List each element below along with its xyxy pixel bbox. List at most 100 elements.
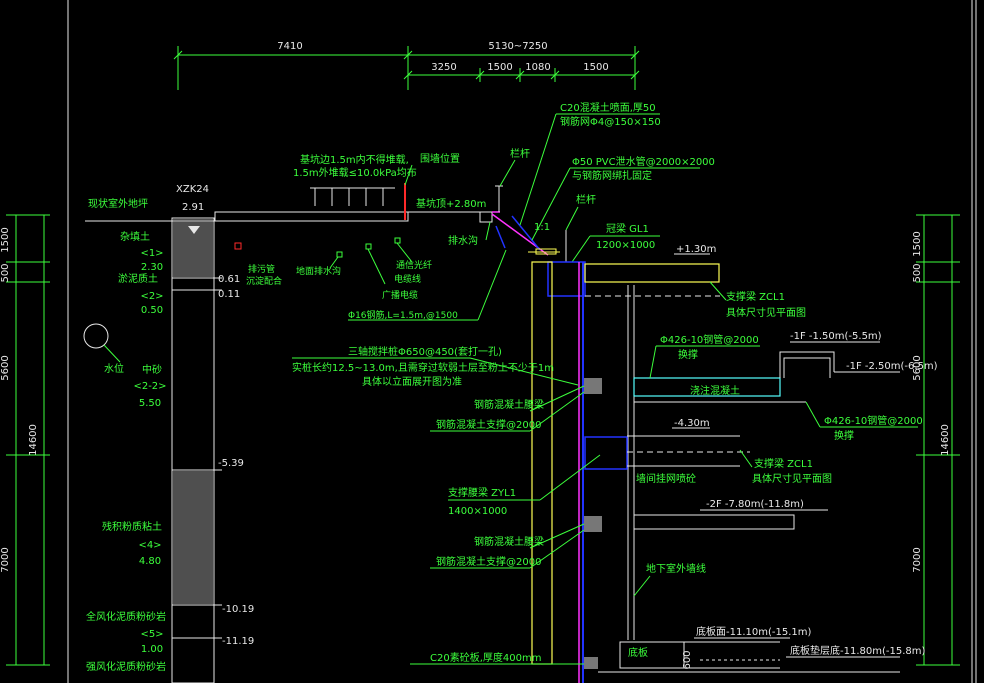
- water-level-leader: [103, 344, 121, 363]
- dim-total-left: 7410: [277, 41, 302, 52]
- left-dim-2: 500: [0, 263, 11, 282]
- col-beam-leader: [539, 454, 601, 501]
- frame-lines: [67, 0, 977, 683]
- railing-1-label: 栏杆: [510, 147, 530, 160]
- elev-top: +1.30m: [676, 244, 716, 255]
- steel-pipe-2-leader: [805, 401, 821, 428]
- raft-edge-block: [584, 657, 598, 669]
- layer-4-thickness: 4.80: [139, 556, 161, 567]
- col-beam-rect: [584, 436, 628, 470]
- waler-2-block: [584, 516, 602, 532]
- railing-1-leader: [499, 159, 516, 187]
- mixing-pile-leader: [469, 357, 579, 386]
- left-dimension-lines: [6, 214, 50, 666]
- elev-4: -10.19: [222, 604, 254, 615]
- water-level-label: 水位: [104, 362, 124, 375]
- surcharge-line-1: 基坑边1.5m内不得堆载,: [300, 153, 409, 166]
- drain-pipe-marker: [234, 242, 242, 250]
- elev-3: -5.39: [218, 458, 244, 469]
- dim-seg-4: 1500: [583, 62, 608, 73]
- elev-1: 0.61: [218, 274, 240, 285]
- right-dim-total: 14600: [940, 424, 951, 456]
- layer-5-code: <5>: [140, 629, 163, 640]
- surcharge-arrows: [310, 187, 395, 206]
- floor-2-label: -2F -7.80m(-11.8m): [706, 499, 804, 510]
- col-beam-line-1: 支撑腰梁 ZYL1: [448, 486, 516, 499]
- power-cable-leader: [367, 248, 386, 285]
- crown-beam-leader: [571, 235, 591, 263]
- top-dimension-lines: [173, 46, 640, 90]
- crown-beam-line-2: 1200×1000: [596, 240, 655, 251]
- drain-pipe-line-2: 沉淀配合: [246, 275, 282, 287]
- mixing-pile-line-2: 实桩长约12.5~13.0m,且需穿过软弱土层至粉土不少于1m: [292, 361, 554, 374]
- steel-pipe-2-line-2: 换撑: [834, 429, 854, 442]
- waler-1-leader-2: [529, 385, 585, 412]
- slope-ratio: 1:1: [534, 222, 550, 233]
- borehole-id: XZK24: [176, 184, 209, 195]
- outer-wall-label: 地下室外墙线: [646, 562, 706, 575]
- layer-6-name: 强风化泥质粉砂岩: [86, 660, 166, 673]
- waler-1-label: 钢筋混凝土腰梁: [474, 398, 544, 411]
- outer-wall-leader: [633, 575, 651, 597]
- broadband-cable-label: 广播电缆: [382, 289, 418, 301]
- col-beam-line-2: 1400×1000: [448, 506, 507, 517]
- concrete-top-leader: [519, 113, 557, 226]
- strut-1-leader: [709, 281, 727, 301]
- raft-rect: [619, 641, 685, 669]
- dim-seg-3: 1080: [525, 62, 550, 73]
- elev-5: -11.19: [222, 636, 254, 647]
- elev-2: 0.11: [218, 289, 240, 300]
- strut-2-line-2: 具体尺寸见平面图: [752, 472, 832, 485]
- concrete-top-line-2: 钢筋网Φ4@150×150: [560, 115, 661, 128]
- slab-1-step-inner: [783, 357, 831, 378]
- mixing-pile-line-1: 三轴搅拌桩Φ650@450(套打一孔): [348, 345, 502, 358]
- raft-label: 底板: [628, 646, 648, 659]
- steel-pipe-1-line-1: Φ426-10钢管@2000: [660, 333, 759, 346]
- layer-2-code: <2>: [140, 291, 163, 302]
- waler-2-leader: [529, 529, 585, 569]
- slab-2: [633, 514, 795, 530]
- layer-5-thickness: 1.00: [141, 644, 163, 655]
- bottom-concrete-label: C20素砼板,厚度400mm: [430, 651, 541, 664]
- borehole-elevation: 2.91: [182, 202, 204, 213]
- fence-leader: [404, 164, 413, 186]
- strut-2-leader: [739, 449, 753, 468]
- floor-1b-label: -1F -2.50m(-6.5m): [846, 361, 938, 372]
- slope-top: [408, 185, 567, 262]
- dim-total-right: 5130~7250: [488, 41, 547, 52]
- dim-seg-1: 3250: [431, 62, 456, 73]
- strut-1-line-2: 具体尺寸见平面图: [726, 306, 806, 319]
- strut-2-line-1: 支撑梁 ZCL1: [754, 457, 813, 470]
- drain-well-label: 地面排水沟: [296, 265, 341, 277]
- layer-2-thickness: 0.50: [141, 305, 163, 316]
- waler-1-spacing: 钢筋混凝土支撑@2000: [436, 418, 541, 431]
- ground-label: 现状室外地坪: [88, 197, 148, 210]
- waler-2-leader-2: [529, 523, 585, 549]
- slab-1-step: [779, 351, 835, 378]
- raft-thickness: 600: [682, 650, 693, 669]
- slab-1: [633, 377, 781, 397]
- strut-1: [584, 263, 720, 283]
- pvc-drain-leader: [531, 167, 571, 241]
- layer-3-code: <2-2>: [133, 381, 166, 392]
- steel-pipe-2-line-1: Φ426-10钢管@2000: [824, 414, 923, 427]
- right-dim-2: 500: [912, 263, 923, 282]
- layer-3-name: 中砂: [142, 363, 162, 376]
- power-cable-label: 电缆线: [394, 273, 421, 285]
- drain-well-leader: [329, 256, 339, 269]
- waler-2-label: 钢筋混凝土腰梁: [474, 535, 544, 548]
- steel-pipe-1-leader: [649, 345, 657, 379]
- borehole-column: [171, 217, 215, 683]
- right-dim-3: 5600: [912, 355, 923, 380]
- left-dim-total: 14600: [28, 424, 39, 456]
- railing-2-leader: [565, 206, 579, 231]
- waler-2-spacing: 钢筋混凝土支撑@2000: [436, 555, 541, 568]
- layer-1-name: 杂填土: [120, 230, 150, 243]
- left-dim-1: 1500: [0, 227, 11, 252]
- right-dim-4: 7000: [912, 547, 923, 572]
- railing-2-label: 栏杆: [576, 193, 596, 206]
- right-dimension-lines: [916, 214, 960, 666]
- layer-2-name: 淤泥质土: [118, 272, 158, 285]
- base-bottom-label: 底板面-11.10m(-15.1m): [696, 625, 811, 638]
